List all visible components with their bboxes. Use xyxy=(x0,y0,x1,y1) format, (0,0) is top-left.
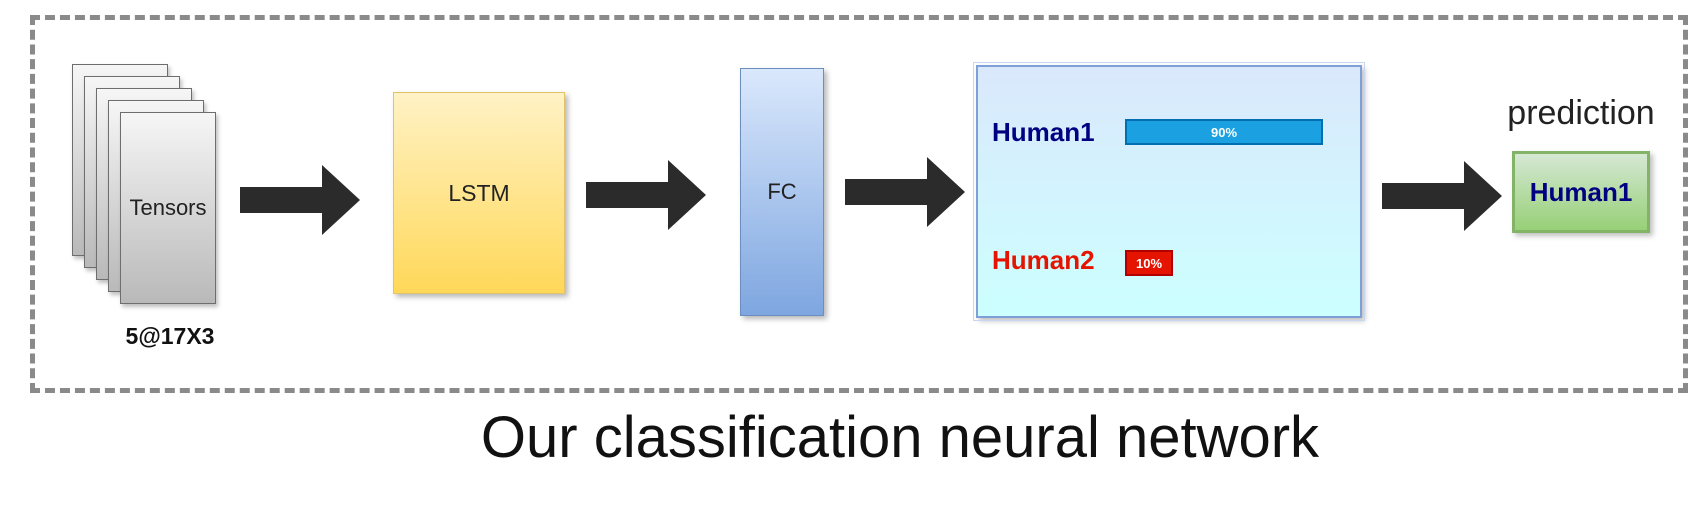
fc-block: FC xyxy=(740,68,824,316)
class-name-human1: Human1 xyxy=(992,117,1095,147)
arrow-icon xyxy=(1382,161,1502,231)
tensors-label: Tensors xyxy=(129,195,207,220)
prediction-box: Human1 xyxy=(1512,151,1650,233)
lstm-block: LSTM xyxy=(393,92,565,294)
arrow-icon xyxy=(240,165,360,235)
network-frame xyxy=(30,15,1688,393)
tensor-sheet xyxy=(120,112,216,304)
class-probabilities-panel: Human1 90% Human2 10% xyxy=(973,62,1365,321)
arrow-icon xyxy=(586,160,706,230)
prediction-title: prediction xyxy=(1507,94,1655,132)
diagram-caption: Our classification neural network xyxy=(480,405,1320,470)
probability-bar-human2: 10% xyxy=(1125,250,1173,276)
probability-bar-human1: 90% xyxy=(1125,119,1323,145)
arrow-icon xyxy=(845,157,965,227)
class-name-human2: Human2 xyxy=(992,245,1095,275)
tensor-dimensions: 5@17X3 xyxy=(125,323,215,349)
